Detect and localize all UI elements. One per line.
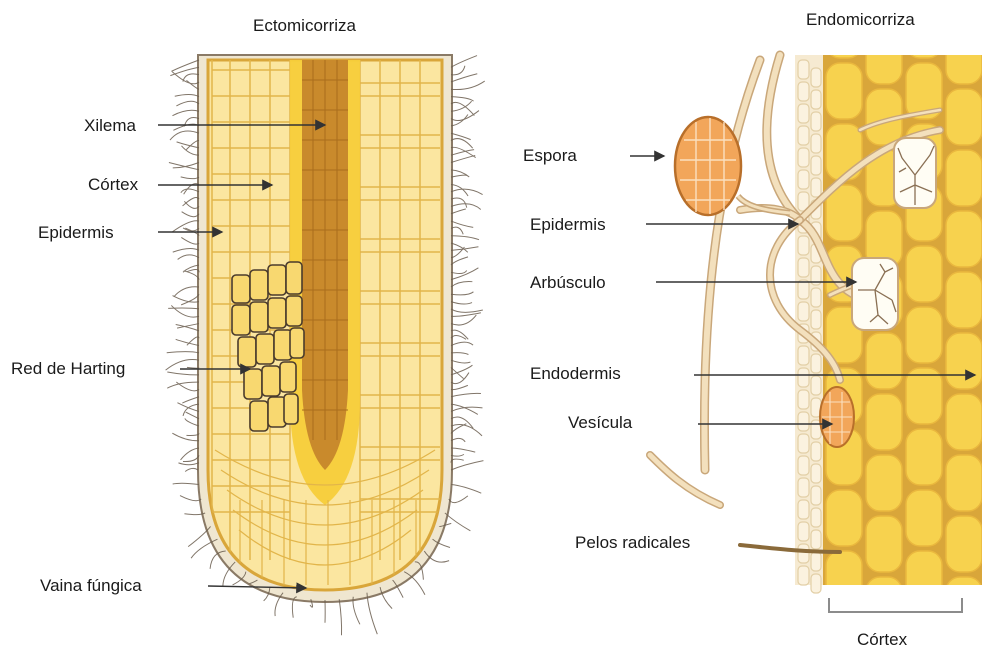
endo-cortex-label: Córtex: [857, 630, 907, 650]
cortex-bracket: [829, 598, 962, 612]
arbuscule-lower: [852, 258, 898, 330]
vesicle: [820, 387, 854, 447]
xilema-label: Xilema: [84, 116, 136, 136]
vesicula-label: Vesícula: [568, 413, 632, 433]
pelos-label: Pelos radicales: [575, 533, 690, 553]
vaina-label: Vaina fúngica: [40, 576, 142, 596]
ecto-root: [166, 55, 485, 635]
red-harting-label: Red de Harting: [11, 359, 125, 379]
arbusculo-label: Arbúsculo: [530, 273, 606, 293]
cortex-label: Córtex: [88, 175, 138, 195]
endo-title: Endomicorriza: [806, 10, 915, 30]
endodermis-label: Endodermis: [530, 364, 621, 384]
espora-label: Espora: [523, 146, 577, 166]
endo-tissue: [650, 2, 982, 633]
endo-epidermis-label: Epidermis: [530, 215, 606, 235]
ecto-title: Ectomicorriza: [253, 16, 356, 36]
ecto-epidermis-label: Epidermis: [38, 223, 114, 243]
arbuscule-upper: [894, 138, 936, 208]
